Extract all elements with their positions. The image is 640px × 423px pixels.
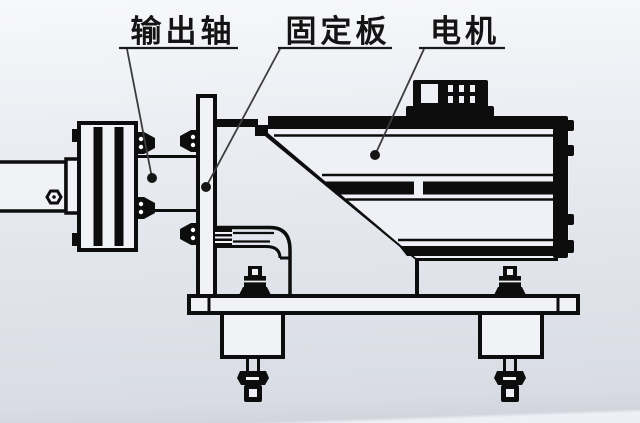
foot-right xyxy=(478,311,544,372)
support-arm xyxy=(215,225,292,296)
shaft-coupling xyxy=(64,121,199,252)
vibration-mount-right xyxy=(494,371,526,402)
hold-down-bolt-left xyxy=(239,266,271,295)
foot-left xyxy=(220,311,285,372)
leader-dot-output-shaft xyxy=(147,173,157,183)
motor-body xyxy=(268,80,574,261)
fixed-plate xyxy=(180,94,217,300)
hold-down-bolt-right xyxy=(494,266,526,295)
label-fixed-plate: 固定板 xyxy=(286,14,391,49)
output-shaft xyxy=(0,160,68,213)
coupling-bolt-bottom xyxy=(135,197,155,219)
terminal-box xyxy=(406,80,494,118)
vibration-mount-left xyxy=(237,371,269,402)
leader-dot-fixed-plate xyxy=(201,182,211,192)
leader-dot-motor xyxy=(370,150,380,160)
label-motor: 电机 xyxy=(430,14,500,49)
motor-end-cap xyxy=(553,116,568,258)
plate-bolt-bottom xyxy=(180,223,200,245)
base-plate xyxy=(187,294,580,315)
label-output-shaft: 输出轴 xyxy=(131,14,236,49)
plate-bolt-top xyxy=(180,130,200,152)
leader-lines xyxy=(119,46,505,192)
